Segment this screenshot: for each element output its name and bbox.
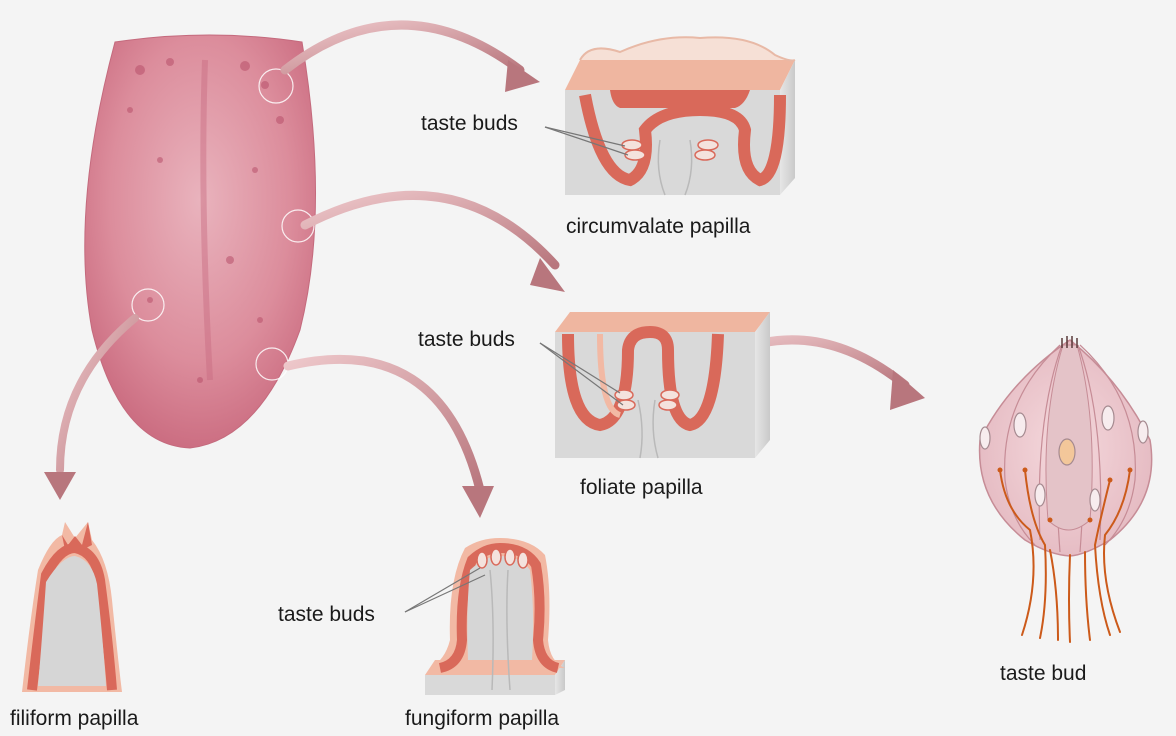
arrow-to-foliate <box>305 195 555 265</box>
fungiform-papilla-label: fungiform papilla <box>405 707 559 731</box>
taste-bud-illustration <box>980 336 1152 642</box>
tongue-illustration <box>85 35 316 448</box>
filiform-papilla-label: filiform papilla <box>10 707 138 731</box>
foliate-papilla-label: foliate papilla <box>580 476 703 500</box>
circumvalate-papilla-illustration <box>545 37 795 195</box>
fungiform-taste-buds-label: taste buds <box>278 603 375 627</box>
fungiform-papilla-illustration <box>405 538 565 695</box>
circumvalate-papilla-label: circumvalate papilla <box>566 215 750 239</box>
foliate-papilla-illustration <box>540 312 770 458</box>
foliate-taste-buds-label: taste buds <box>418 328 515 352</box>
taste-bud-label: taste bud <box>1000 662 1086 686</box>
arrow-to-fungiform <box>288 359 480 490</box>
arrow-to-circumvalate <box>285 25 520 70</box>
filiform-papilla-illustration <box>22 522 122 692</box>
circumvalate-taste-buds-label: taste buds <box>421 112 518 136</box>
